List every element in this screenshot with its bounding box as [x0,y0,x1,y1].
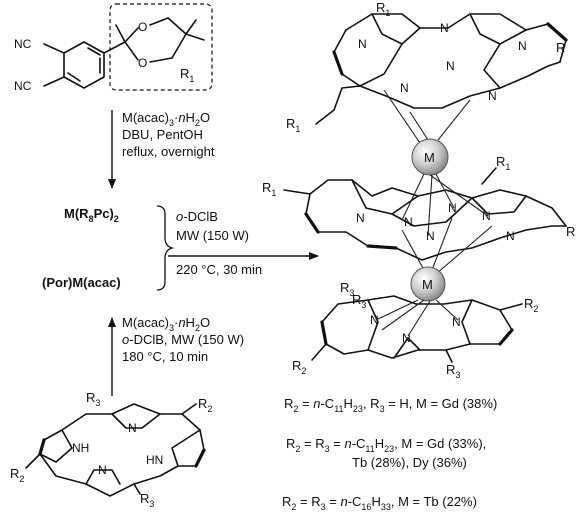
svg-text:R1: R1 [376,0,390,18]
nitrile-label-bottom: NC [14,79,32,93]
svg-text:N: N [448,201,457,215]
svg-text:N: N [440,21,449,35]
svg-text:N: N [488,89,497,103]
svg-text:N: N [482,209,491,223]
svg-text:R: R [556,40,565,55]
svg-text:M: M [422,277,433,292]
svg-text:N: N [400,81,409,95]
svg-text:N: N [446,59,455,73]
intermediates: M(R8Pc)2 (Por)M(acac) [42,205,175,291]
svg-text:R1: R1 [496,154,510,172]
result-line-2-cont: Tb (28%), Dy (36%) [352,455,467,470]
svg-text:R2: R2 [10,466,24,484]
svg-text:R3: R3 [352,292,366,310]
svg-text:N: N [358,37,367,51]
pyrrole-hn-label-right: HN [146,453,163,467]
svg-text:N: N [506,229,515,243]
svg-text:N: N [370,313,379,327]
middle-conditions: o-DClB MW (150 W) 220 °C, 30 min [176,209,262,277]
result-line-3: R2 = R3 = n-C16H33, M = Tb (22%) [282,494,477,512]
bottom-conditions: M(acac)3·nH2O o-DClB, MW (150 W) 180 °C,… [122,315,244,364]
svg-text:N: N [356,211,365,225]
svg-text:R: R [566,224,575,239]
oxygen-label-bottom: O [138,56,147,70]
svg-text:R3: R3 [140,491,154,509]
svg-text:180 °C, 10 min: 180 °C, 10 min [122,349,208,364]
top-conditions: M(acac)3·nH2O DBU, PentOH reflux, overni… [122,110,215,159]
svg-text:M(acac)3·nH2O: M(acac)3·nH2O [122,315,210,333]
svg-text:o-DClB: o-DClB [176,209,218,224]
svg-text:R1: R1 [286,116,300,134]
svg-text:R1: R1 [262,180,276,198]
phthalonitrile-reactant: NC NC O O R1 [14,3,213,93]
svg-text:MW (150 W): MW (150 W) [176,228,249,243]
pyrrole-n-label-bottom: N [98,463,107,477]
svg-text:R2: R2 [524,296,538,314]
svg-text:R2: R2 [292,358,306,376]
svg-text:N: N [404,215,413,229]
svg-text:N: N [452,315,461,329]
triple-decker-product: N N N N N N R1 R1 R M N N N N N N R1 R1 [262,0,575,380]
svg-text:R3: R3 [86,390,100,408]
svg-text:R2: R2 [198,396,212,414]
svg-text:reflux, overnight: reflux, overnight [122,144,215,159]
r1-label: R1 [180,66,194,84]
pyrrole-n-label-top: N [128,421,137,435]
svg-text:N: N [426,229,435,243]
svg-text:o-DClB, MW (150 W): o-DClB, MW (150 W) [122,332,244,347]
svg-text:N: N [518,39,527,53]
por-complex-label: (Por)M(acac) [42,275,121,290]
pc-complex-label: M(R8Pc)2 [64,206,119,224]
oxygen-label-top: O [138,20,147,34]
nitrile-label-top: NC [14,37,32,51]
svg-text:220 °C, 30 min: 220 °C, 30 min [176,262,262,277]
svg-text:M: M [424,150,435,165]
svg-text:DBU, PentOH: DBU, PentOH [122,127,203,142]
results-list: R2 = n-C11H23, R3 = H, M = Gd (38%) R2 =… [282,396,497,512]
svg-text:M(acac)3·nH2O: M(acac)3·nH2O [122,110,210,128]
brace [156,205,175,291]
svg-text:N: N [402,331,411,345]
r1-dashed-box [109,3,213,91]
svg-text:R3: R3 [340,280,354,298]
pyrrole-nh-label-left: NH [72,441,89,455]
porphyrin-reactant: NH N HN N R2 R2 R3 R3 [10,390,212,509]
metal-center-lower [410,266,446,302]
result-line-1: R2 = n-C11H23, R3 = H, M = Gd (38%) [284,396,497,414]
svg-text:R3: R3 [446,362,460,380]
result-line-2: R2 = R3 = n-C11H23, M = Gd (33%), [286,436,486,454]
